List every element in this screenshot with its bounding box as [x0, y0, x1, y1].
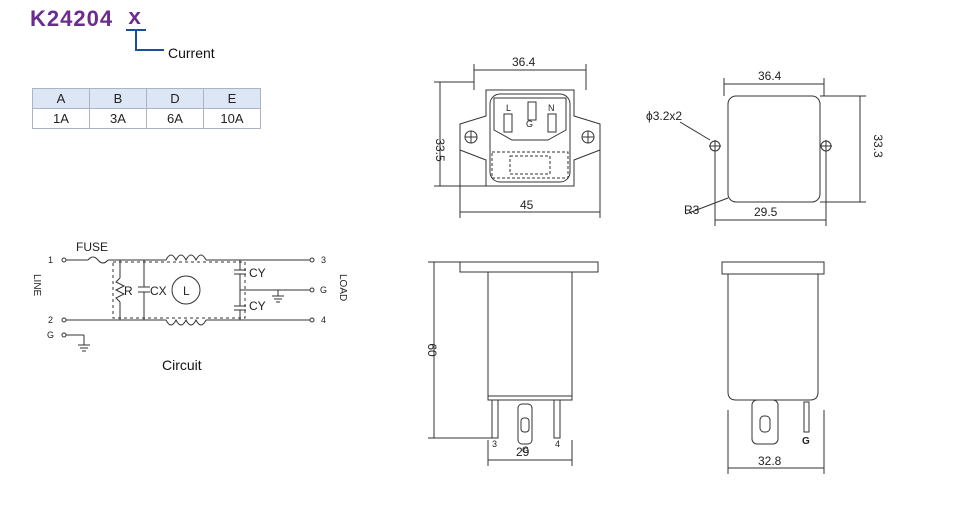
socket-l-label: L [506, 103, 511, 113]
end-pin-g-label: G [802, 436, 810, 447]
front-height: 33.5 [433, 138, 447, 162]
side-length: 60 [425, 343, 439, 357]
fuse-label: FUSE [76, 240, 108, 254]
terminal-2: 2 [48, 315, 53, 325]
terminal-1: 1 [48, 255, 53, 265]
end-width: 32.8 [758, 454, 782, 468]
cy-label-top: CY [249, 266, 266, 280]
circuit-diagram [61, 254, 315, 352]
cy-label-bottom: CY [249, 299, 266, 313]
part-number-code: K24204 [30, 6, 114, 31]
code-cell: D [146, 88, 204, 109]
suffix-leader [126, 29, 164, 51]
front-width-top: 36.4 [512, 55, 536, 69]
back-view [679, 78, 866, 226]
hole-callout: ϕ3.2x2 [646, 109, 682, 123]
code-cell: E [203, 88, 261, 109]
part-number-suffix: x [128, 6, 142, 31]
back-width: 36.4 [758, 69, 782, 83]
line-side-label: LINE [31, 274, 42, 297]
rating-cell: 3A [89, 108, 147, 129]
side-pin-spacing: 29 [516, 445, 530, 459]
load-side-label: LOAD [337, 274, 348, 301]
circuit-caption: Circuit [162, 357, 202, 373]
side-view-labels: 60 29 3 G 4 [425, 343, 560, 459]
front-view [434, 64, 601, 218]
front-flange-width: 45 [520, 198, 534, 212]
socket-g-label: G [526, 119, 533, 129]
current-label: Current [168, 45, 215, 61]
pin-g-label: G [522, 445, 529, 455]
socket-n-label: N [548, 103, 555, 113]
side-view [428, 261, 599, 466]
front-view-labels: 36.4 33.5 45 L G N [433, 55, 555, 212]
pin-4-label: 4 [555, 439, 560, 449]
end-view-labels: 32.8 G [758, 436, 810, 468]
radius-callout: R3 [684, 203, 700, 217]
inductor-label: L [183, 284, 190, 298]
resistor-label: R [124, 284, 133, 298]
current-table: A B D E 1A 3A 6A 10A [32, 88, 261, 129]
pin-3-label: 3 [492, 439, 497, 449]
cx-label: CX [150, 284, 167, 298]
terminal-g-left: G [47, 330, 54, 340]
back-view-labels: 36.4 33.3 ϕ3.2x2 R3 29.5 [646, 69, 885, 219]
rating-cell: 1A [32, 108, 90, 129]
terminal-3: 3 [321, 255, 326, 265]
code-cell: A [32, 88, 90, 109]
circuit-labels: FUSE R CX L CY CY 1 2 G 3 G 4 LINE LOAD [31, 240, 348, 340]
hole-spacing: 29.5 [754, 205, 778, 219]
rating-cell: 10A [203, 108, 261, 129]
terminal-g-right: G [320, 285, 327, 295]
rating-cell: 6A [146, 108, 204, 129]
back-height: 33.3 [871, 134, 885, 158]
terminal-4: 4 [321, 315, 326, 325]
end-view [721, 261, 825, 474]
current-table-ratings-row: 1A 3A 6A 10A [32, 108, 261, 129]
